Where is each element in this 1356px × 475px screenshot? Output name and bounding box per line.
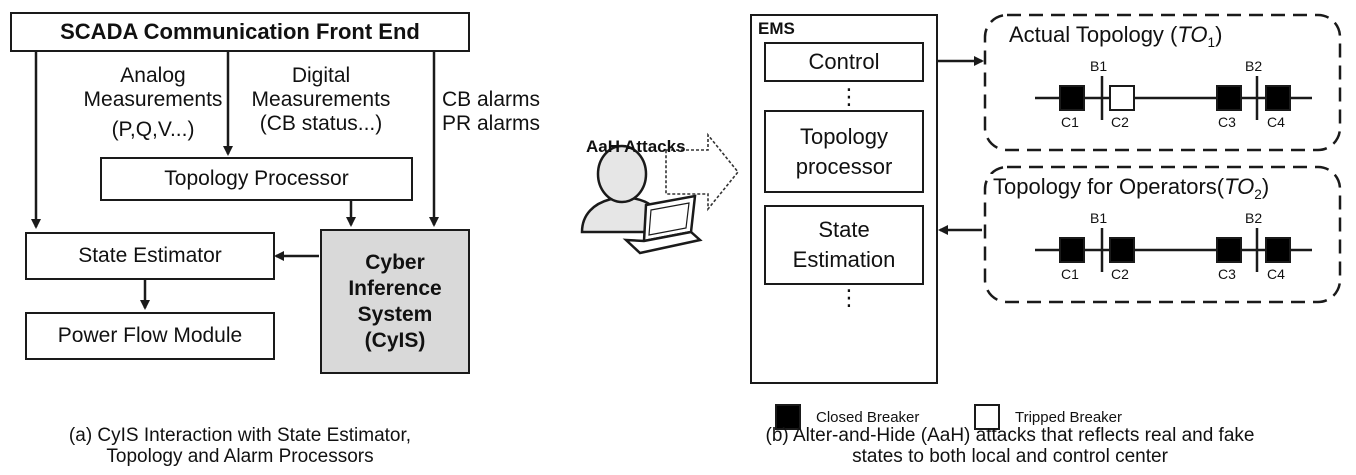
breaker-c2-label: C2 [1111, 114, 1129, 130]
power-flow-label: Power Flow Module [57, 324, 243, 347]
legend-tripped-swatch [974, 404, 1000, 430]
caption-a: (a) CyIS Interaction with State Estimato… [68, 425, 412, 467]
cyis-box: Cyber Inference System (CyIS) [320, 229, 470, 374]
analog-measurements-label: Analog Measurements (P,Q,V...) [83, 64, 223, 141]
ems-control-box: Control [764, 42, 924, 82]
breaker-c3-label: C3 [1218, 266, 1236, 282]
ems-label: EMS [758, 19, 795, 38]
vdots: ⋮ [838, 285, 860, 310]
ems-state-estimation-box: State Estimation [764, 205, 924, 285]
breaker-c3-closed [1216, 237, 1242, 263]
cyis-label: Cyber [365, 250, 425, 274]
breaker-c4-label: C4 [1267, 114, 1285, 130]
vdots: ⋮ [838, 84, 860, 109]
digital-measurements-label: Digital Measurements (CB status...) [251, 64, 391, 135]
legend-closed-label: Closed Breaker [816, 409, 920, 426]
laptop-icon [622, 194, 703, 255]
caption-b: (b) Alter-and-Hide (AaH) attacks that re… [765, 425, 1255, 467]
breaker-c3-closed [1216, 85, 1242, 111]
breaker-c2-closed [1109, 237, 1135, 263]
bus-b1-label: B1 [1090, 58, 1108, 74]
control-label: Control [808, 49, 880, 74]
ems-topology-processor-box: Topology processor [764, 110, 924, 193]
legend-closed-swatch [775, 404, 801, 430]
breaker-c1-label: C1 [1061, 114, 1079, 130]
operators-topology-panel [983, 165, 1342, 304]
hollow-arrow-icon [665, 132, 740, 212]
breaker-c4-label: C4 [1267, 266, 1285, 282]
breaker-c2-tripped [1109, 85, 1135, 111]
state-estimation-label: State [818, 217, 870, 242]
state-estimator-label: State Estimator [78, 244, 222, 267]
aah-attacks-label: AaH Attacks [586, 137, 686, 156]
breaker-c4-closed [1265, 237, 1291, 263]
legend-tripped-label: Tripped Breaker [1015, 409, 1122, 426]
bus-b2-label: B2 [1245, 58, 1263, 74]
breaker-c2-label: C2 [1111, 266, 1129, 282]
topology-processor-label: Topology Processor [164, 167, 349, 190]
breaker-c1-closed [1059, 237, 1085, 263]
actual-topology-panel [983, 13, 1342, 152]
bus-b1-label: B1 [1090, 210, 1108, 226]
scada-front-end-box: SCADA Communication Front End [10, 12, 470, 52]
breaker-c3-label: C3 [1218, 114, 1236, 130]
actual-topology-title: Actual Topology (TO1) [1005, 22, 1227, 50]
bus-b2-label: B2 [1245, 210, 1263, 226]
state-estimator-box: State Estimator [25, 232, 275, 280]
power-flow-module-box: Power Flow Module [25, 312, 275, 360]
operators-topology-title: Topology for Operators(TO2) [991, 174, 1272, 202]
breaker-c4-closed [1265, 85, 1291, 111]
topology-processor-box: Topology Processor [100, 157, 413, 201]
breaker-c1-closed [1059, 85, 1085, 111]
alarms-label: CB alarms PR alarms [442, 88, 541, 135]
scada-title: SCADA Communication Front End [60, 19, 420, 44]
topology-processor-label: Topology [799, 123, 889, 149]
breaker-c1-label: C1 [1061, 266, 1079, 282]
